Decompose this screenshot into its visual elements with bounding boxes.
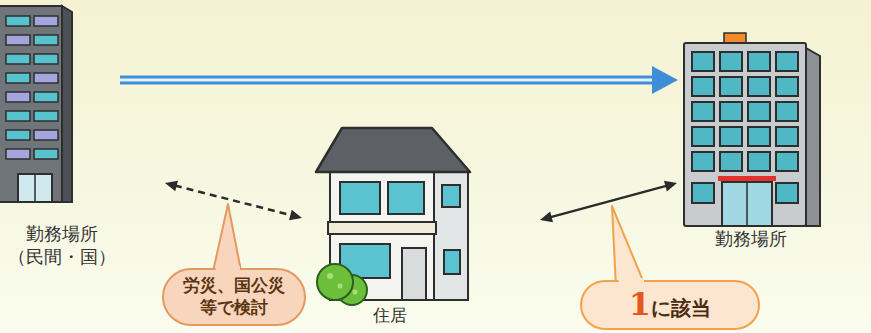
arrow-shaft-inner (120, 79, 658, 82)
office-building (684, 33, 820, 226)
house-label: 住居 (305, 120, 475, 329)
node-text: 住居 (373, 305, 407, 327)
callout-body (163, 269, 305, 325)
text-group: 1に該当 (629, 287, 711, 322)
flow-arrow (120, 66, 678, 94)
arrow-head (664, 181, 677, 192)
office-building (0, 6, 72, 202)
house (316, 128, 470, 305)
building-label: 勤務場所（民間・国） (4, 0, 120, 270)
callout-tail (212, 204, 242, 276)
callout-bubble: 労災、国公災 等で検討 (162, 268, 306, 326)
arrow-head (652, 66, 678, 94)
building-label: 勤務場所 (680, 30, 822, 252)
callout-bubble: 1に該当 (580, 280, 760, 330)
arrow-head (289, 210, 302, 221)
text-group: 住居 (373, 305, 407, 327)
callout-tail (612, 206, 646, 288)
node-text: 勤務場所 (715, 227, 787, 250)
arrow-shaft (550, 186, 667, 218)
solid-arrow (540, 181, 677, 222)
dashed-arrow (165, 181, 302, 221)
node-text: 労災、国公災 等で検討 (180, 275, 289, 319)
node-text: （民間・国） (8, 245, 116, 268)
arrow-head (165, 181, 178, 192)
callout-body (581, 281, 759, 329)
arrow-head (540, 212, 553, 223)
text-group: 勤務場所（民間・国） (8, 222, 116, 268)
node-text: 勤務場所 (26, 222, 98, 245)
text-group: 労災、国公災 等で検討 (180, 275, 289, 319)
node-text: 1 (629, 287, 651, 322)
node-text: に該当 (651, 297, 711, 319)
arrow-shaft (175, 186, 292, 216)
text-group: 勤務場所 (715, 227, 787, 250)
